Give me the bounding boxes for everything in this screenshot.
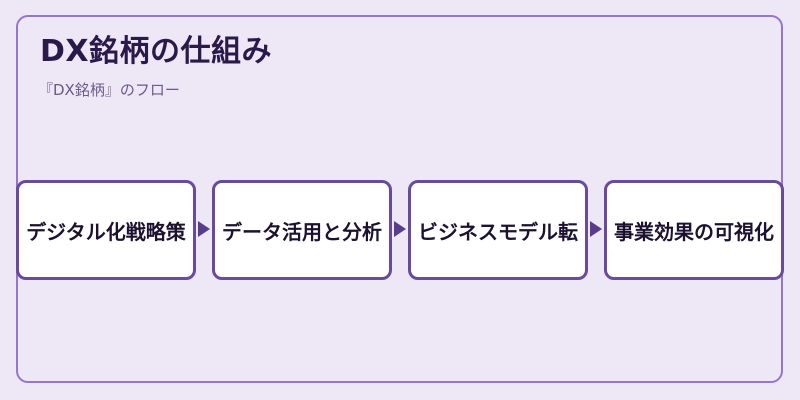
flow-diagram: デジタル化戦略策 データ活用と分析 ビジネスモデル転 事業効果の可視化 bbox=[16, 180, 784, 280]
flow-step-data-analysis: データ活用と分析 bbox=[212, 180, 392, 280]
flow-step-label: デジタル化戦略策 bbox=[26, 219, 186, 244]
flow-arrow-icon bbox=[590, 221, 602, 237]
flow-step-business-model: ビジネスモデル転 bbox=[408, 180, 588, 280]
flow-step-label: 事業効果の可視化 bbox=[614, 219, 774, 244]
page-subtitle: 『DX銘柄』のフロー bbox=[38, 81, 180, 99]
page-title: DX銘柄の仕組み bbox=[40, 34, 273, 69]
flow-step-digital-strategy: デジタル化戦略策 bbox=[16, 180, 196, 280]
flow-step-label: ビジネスモデル転 bbox=[418, 219, 578, 244]
flow-step-visualization: 事業効果の可視化 bbox=[604, 180, 784, 280]
flow-step-label: データ活用と分析 bbox=[222, 219, 382, 244]
flow-arrow-icon bbox=[394, 221, 406, 237]
flow-arrow-icon bbox=[198, 221, 210, 237]
